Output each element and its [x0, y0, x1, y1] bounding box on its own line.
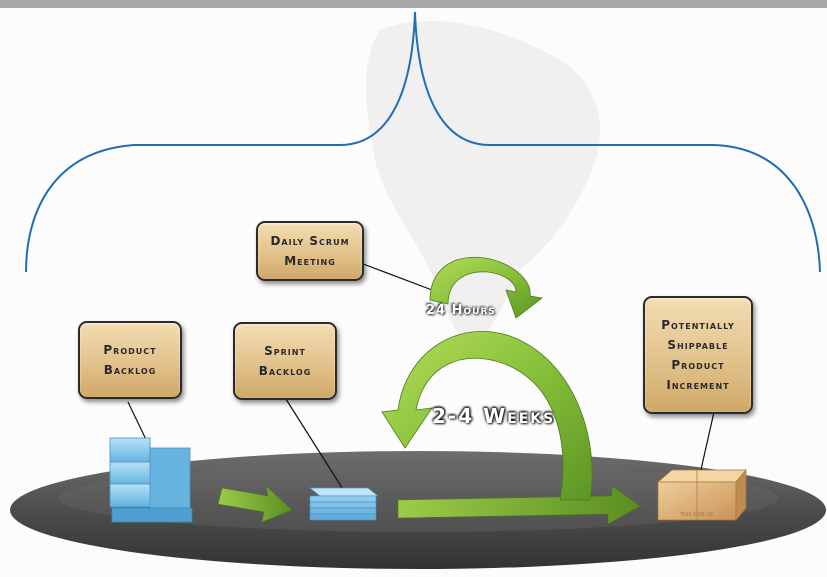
weeks-label: 2-4 Weeks: [432, 404, 556, 428]
sprint-backlog-stack: [309, 487, 379, 521]
arrow-sprint-base: [397, 485, 641, 525]
product-backlog-stack: [109, 437, 193, 523]
product-backlog-text: Product Backlog: [103, 343, 157, 377]
scope-bracket: [25, 11, 821, 273]
hours-label: 24 Hours: [426, 303, 496, 318]
sprint-backlog-label: Sprint Backlog: [233, 322, 337, 400]
box-marking: THIS SIDE UP: [680, 512, 713, 518]
connector-daily-scrum: [357, 261, 433, 291]
background-map: [366, 21, 600, 350]
increment-label: Potentially Shippable Product Increment: [643, 296, 753, 414]
daily-cycle-loop: [429, 256, 543, 319]
platform-highlight: [58, 464, 778, 532]
shippable-box: [657, 469, 747, 521]
daily-scrum-text: Daily Scrum Meeting: [270, 234, 350, 268]
connector-sprint-backlog: [283, 395, 347, 495]
connector-increment: [699, 411, 715, 475]
product-backlog-label: Product Backlog: [78, 321, 182, 399]
sprint-cycle-loop: [381, 331, 593, 501]
top-strip: [0, 0, 827, 8]
arrow-backlog-to-sprint: [217, 485, 293, 523]
increment-text: Potentially Shippable Product Increment: [661, 318, 735, 392]
sprint-backlog-text: Sprint Backlog: [258, 344, 312, 378]
daily-scrum-label: Daily Scrum Meeting: [256, 221, 364, 281]
